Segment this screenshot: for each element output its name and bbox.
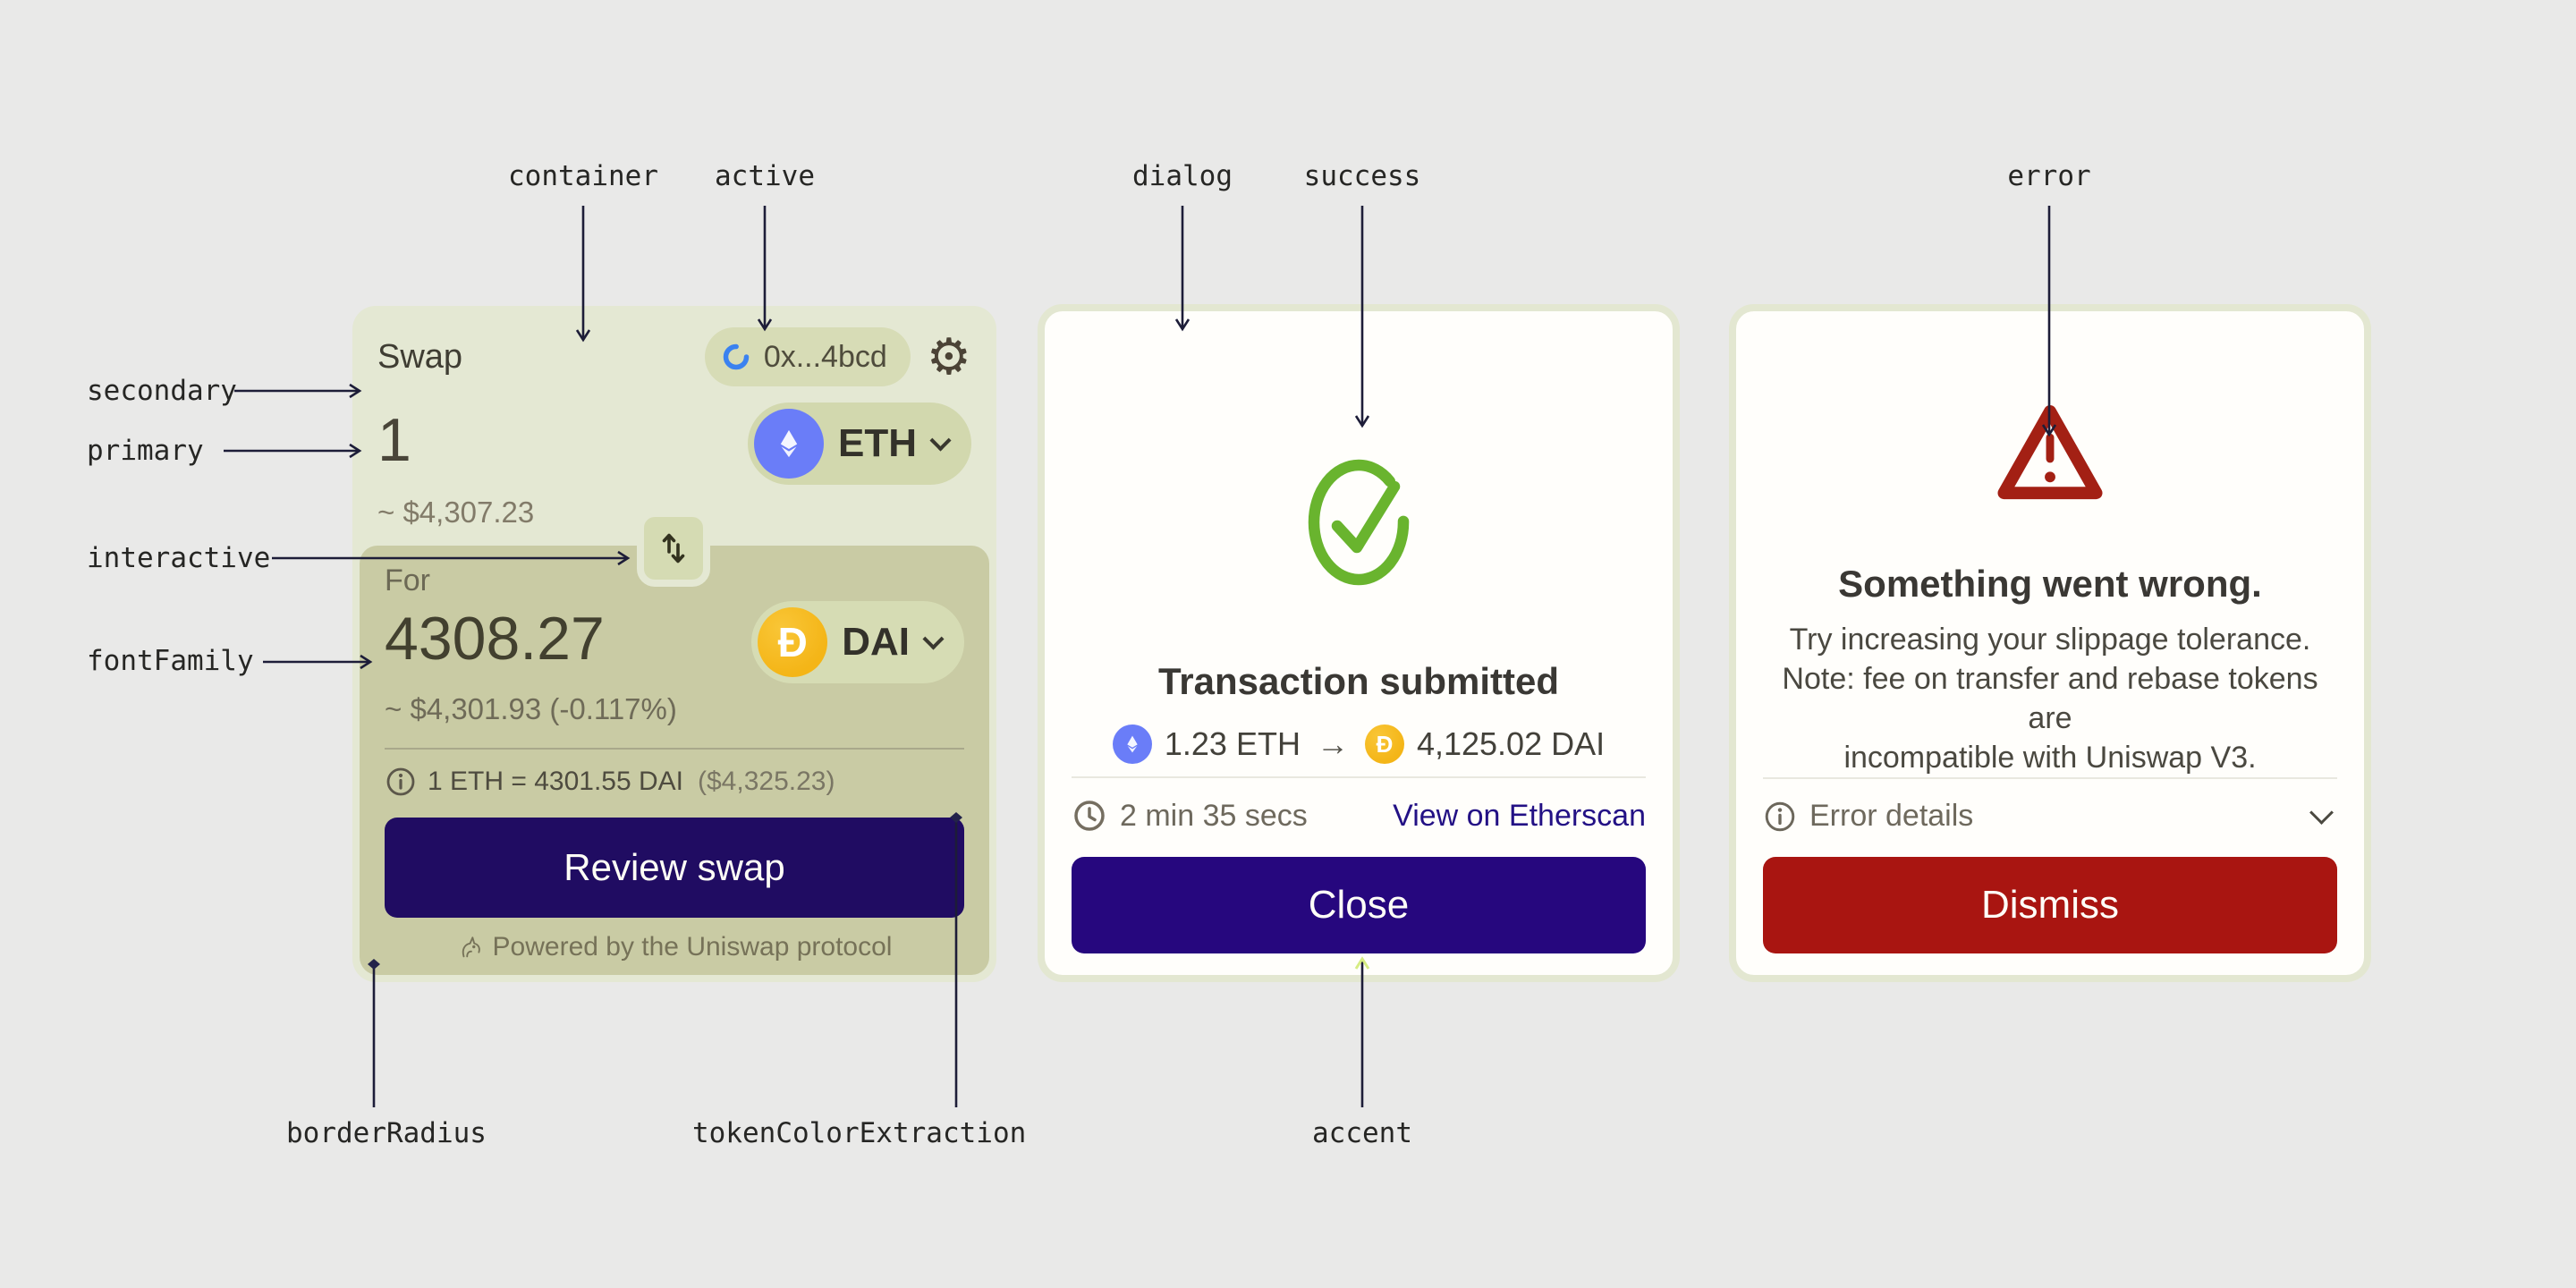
exchange-rate-row[interactable]: 1 ETH = 4301.55 DAI ($4,325.23) [385,766,964,798]
swap-output-module: For 4308.27 Ð DAI ~ $4,301.93 (-0.117%) [360,546,989,975]
clock-icon [1074,801,1105,831]
powered-by-footer: Powered by the Uniswap protocol [385,932,964,962]
annotation-success: success [1303,160,1421,192]
annotation-tokenColorExtraction: tokenColorExtraction [692,1117,1027,1149]
swap-output-row: 4308.27 Ð DAI [385,601,964,683]
error-dialog-footer: Error details Dismiss [1763,777,2337,953]
error-title: Something went wrong. [1838,563,2262,605]
error-details-label-group: Error details [1763,799,1973,834]
input-amount[interactable]: 1 [377,406,411,474]
success-title: Transaction submitted [1157,660,1560,702]
error-details-label: Error details [1809,799,1974,833]
arrow-up-down-icon [662,533,685,564]
success-dialog-footer: 2 min 35 secs View on Etherscan Close [1072,776,1646,953]
error-warning-icon [1997,404,2103,500]
review-swap-button[interactable]: Review swap [385,818,964,918]
close-button[interactable]: Close [1072,857,1646,953]
divider [1072,776,1646,778]
exchange-rate: 1 ETH = 4301.55 DAI [428,767,683,796]
annotation-dialog: dialog [1132,160,1233,192]
annotation-borderRadius: borderRadius [286,1117,487,1149]
output-fiat-value: ~ $4,301.93 (-0.117%) [385,692,677,725]
dismiss-button[interactable]: Dismiss [1763,857,2337,953]
eth-token-icon [1112,724,1152,764]
powered-by-text: Powered by the Uniswap protocol [492,932,893,962]
success-dialog: Transaction submitted 1.23 ETH → Ð 4,125… [1038,304,1680,982]
error-message: Try increasing your slippage tolerance. … [1782,623,2318,775]
chevron-down-icon [922,627,945,650]
exchange-rate-fiat: ($4,325.23) [698,767,835,796]
annotation-primary: primary [87,435,204,467]
input-token-selector[interactable]: ETH [748,402,971,485]
from-amount: 1.23 ETH [1164,725,1301,762]
arrow-right-icon: → [1316,725,1349,762]
annotation-container: container [508,160,658,192]
annotation-active: active [715,160,815,192]
swap-direction-button[interactable] [637,510,710,587]
info-icon [386,767,415,796]
info-icon [1765,801,1795,831]
divider [385,748,964,750]
annotation-fontFamily: fontFamily [87,645,254,677]
settings-gear-icon[interactable]: ⚙ [926,328,971,385]
transaction-meta-row: 2 min 35 secs View on Etherscan [1072,798,1646,834]
divider [1763,777,2337,779]
etherscan-link[interactable]: View on Etherscan [1393,798,1646,833]
uniswap-unicorn-icon [462,936,480,958]
pending-spinner-icon [723,343,750,370]
swap-header: Swap 0x...4bcd ⚙ [377,327,971,386]
annotation-accent: accent [1312,1117,1412,1149]
error-dialog: Something went wrong. Try increasing you… [1729,304,2371,982]
annotation-secondary: secondary [87,375,237,407]
output-label: For [385,564,430,597]
elapsed-time: 2 min 35 secs [1072,798,1308,834]
output-token-selector[interactable]: Ð DAI [751,601,964,683]
dai-token-icon: Ð [1364,724,1404,764]
swap-widget: Swap 0x...4bcd ⚙ 1 [352,306,996,982]
error-details-row[interactable]: Error details [1763,799,2337,834]
swap-title: Swap [377,337,463,376]
annotation-error: error [2007,160,2091,192]
dai-token-icon: Ð [758,607,828,677]
chevron-down-icon[interactable] [2309,801,2334,825]
input-fiat-value: ~ $4,307.23 [377,496,535,529]
eth-token-icon [754,409,824,479]
swap-summary: 1.23 ETH → Ð 4,125.02 DAI [1112,724,1606,764]
swap-header-right: 0x...4bcd ⚙ [704,327,971,386]
annotation-interactive: interactive [87,542,271,574]
account-pill[interactable]: 0x...4bcd [704,327,911,386]
chevron-down-icon [929,428,952,452]
account-address: 0x...4bcd [763,339,887,374]
output-token-symbol: DAI [842,620,910,664]
output-amount[interactable]: 4308.27 [385,605,605,673]
input-token-symbol: ETH [838,421,917,465]
success-check-icon [1308,459,1410,586]
swap-input-row: 1 ETH [377,402,971,485]
to-amount: 4,125.02 DAI [1416,725,1606,762]
elapsed-time-text: 2 min 35 secs [1120,798,1308,833]
